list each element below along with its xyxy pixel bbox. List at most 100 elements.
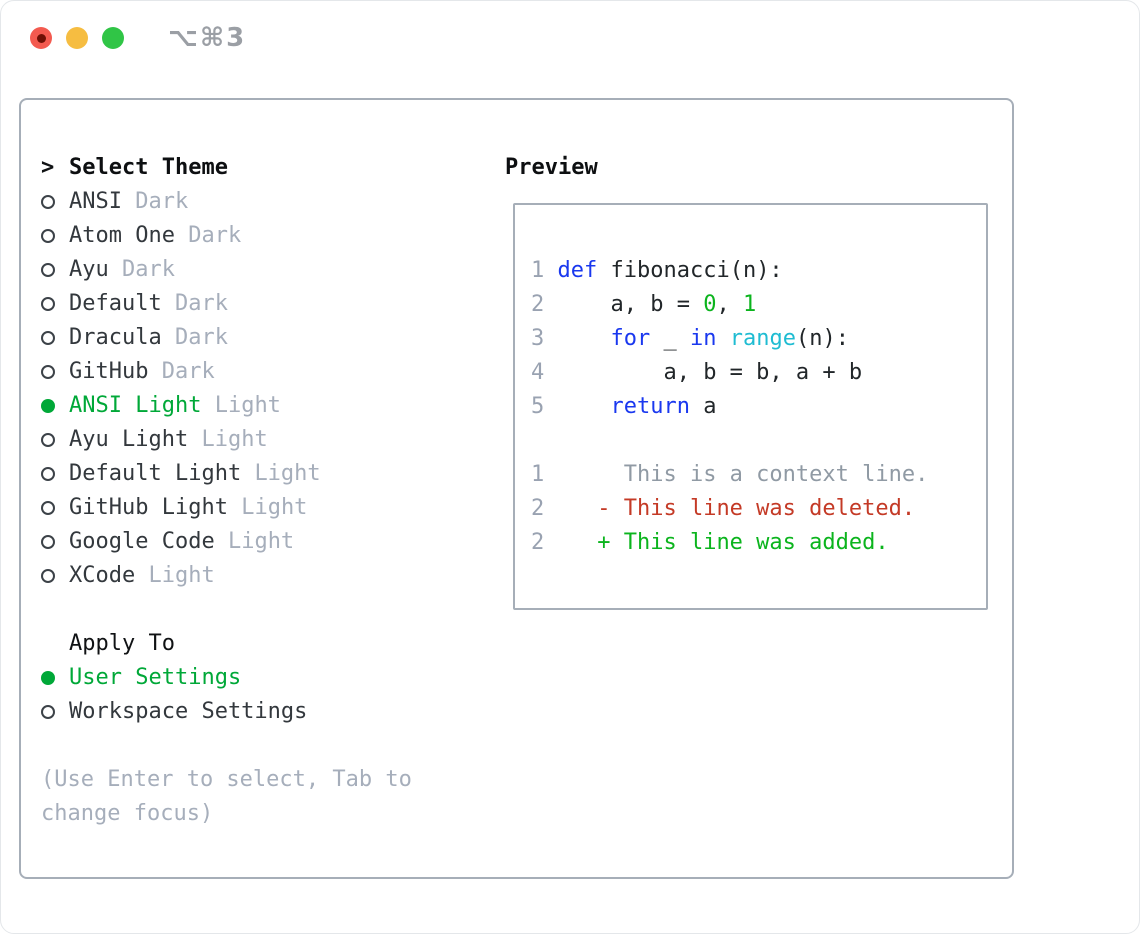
spacer	[41, 593, 481, 627]
option-label: Atom One	[69, 223, 175, 248]
theme-option[interactable]: Ayu Light Light	[41, 423, 481, 457]
code-token-builtin: range	[729, 326, 796, 351]
code-token-plain: a, b =	[557, 292, 704, 317]
apply-to-label: Apply To	[69, 631, 175, 656]
theme-option[interactable]: XCode Light	[41, 559, 481, 593]
code-token-keyword: in	[689, 326, 717, 351]
window-controls	[30, 27, 124, 49]
code-token-keyword: def	[557, 258, 598, 283]
code-line: 2 - This line was deleted.	[531, 492, 986, 526]
option-variant: Dark	[174, 325, 228, 350]
preview-title: Preview	[505, 155, 598, 180]
code-token-added: + This line was added.	[557, 530, 889, 555]
radio-unselected-icon	[41, 365, 55, 379]
line-number: 4	[531, 360, 558, 385]
theme-option[interactable]: ANSI Dark	[41, 185, 481, 219]
option-variant: Dark	[188, 223, 242, 248]
apply-option[interactable]: Workspace Settings	[41, 695, 481, 729]
option-variant: Light	[214, 393, 281, 418]
line-number	[531, 428, 544, 453]
radio-unselected-icon	[41, 501, 55, 515]
theme-option[interactable]: Ayu Dark	[41, 253, 481, 287]
window-titlebar: ⌥⌘3	[1, 1, 1139, 73]
apply-option[interactable]: User Settings	[41, 661, 481, 695]
option-label: Dracula	[69, 325, 162, 350]
radio-unselected-icon	[41, 263, 55, 277]
help-text-line: change focus)	[41, 801, 214, 826]
option-variant: Light	[241, 495, 308, 520]
theme-option[interactable]: GitHub Light Light	[41, 491, 481, 525]
radio-unselected-icon	[41, 535, 55, 549]
line-number: 5	[531, 394, 558, 419]
minimize-button[interactable]	[66, 27, 88, 49]
theme-option[interactable]: Google Code Light	[41, 525, 481, 559]
zoom-button[interactable]	[102, 27, 124, 49]
theme-option[interactable]: Atom One Dark	[41, 219, 481, 253]
theme-option[interactable]: Default Dark	[41, 287, 481, 321]
option-label: User Settings	[69, 665, 242, 690]
radio-selected-icon	[41, 671, 55, 685]
radio-unselected-icon	[41, 331, 55, 345]
option-label: XCode	[69, 563, 136, 588]
code-token-plain	[558, 326, 611, 351]
option-variant: Light	[201, 427, 268, 452]
code-token-context: This is a context line.	[557, 462, 929, 487]
option-label: Ayu Light	[69, 427, 189, 452]
line-number: 3	[531, 326, 558, 351]
theme-option[interactable]: GitHub Dark	[41, 355, 481, 389]
apply-to-header: Apply To	[41, 627, 481, 661]
code-line	[531, 424, 986, 458]
close-icon	[36, 33, 46, 43]
code-token-plain	[716, 326, 729, 351]
radio-unselected-icon	[41, 569, 55, 583]
line-number: 1	[531, 462, 558, 487]
option-label: GitHub Light	[69, 495, 228, 520]
option-variant: Light	[148, 563, 215, 588]
theme-option[interactable]: Dracula Dark	[41, 321, 481, 355]
radio-unselected-icon	[41, 467, 55, 481]
radio-unselected-icon	[41, 705, 55, 719]
code-line: 1 def fibonacci(n):	[531, 254, 986, 288]
radio-selected-icon	[41, 399, 55, 413]
code-line: 3 for _ in range(n):	[531, 322, 986, 356]
option-variant: Dark	[174, 291, 228, 316]
option-label: Default	[69, 291, 162, 316]
code-token-deleted: - This line was deleted.	[557, 496, 916, 521]
code-token-keyword: return	[610, 394, 690, 419]
radio-unselected-icon	[41, 297, 55, 311]
close-button[interactable]	[30, 27, 52, 49]
option-variant: Dark	[135, 189, 189, 214]
line-number: 2	[531, 530, 558, 555]
option-variant: Light	[227, 529, 295, 554]
focus-arrow-icon: >	[41, 155, 55, 180]
option-label: ANSI	[69, 189, 122, 214]
option-label: GitHub	[69, 359, 149, 384]
radio-unselected-icon	[41, 229, 55, 243]
option-label: Ayu	[69, 257, 109, 282]
code-token-plain: ,	[716, 292, 743, 317]
code-token-plain: _	[650, 326, 690, 351]
code-token-number: 0	[703, 292, 717, 317]
option-variant: Light	[254, 461, 321, 486]
line-number: 2	[531, 292, 558, 317]
option-label: Workspace Settings	[69, 699, 308, 724]
code-line: 2 a, b = 0, 1	[531, 288, 986, 322]
help-text-line: (Use Enter to select, Tab to	[41, 767, 412, 792]
code-line: 5 return a	[531, 390, 986, 424]
window-title: ⌥⌘3	[168, 23, 247, 53]
code-line: 1 This is a context line.	[531, 458, 986, 492]
code-token-number: 1	[742, 292, 757, 317]
line-number: 2	[531, 496, 558, 521]
code-token-plain: (n):	[795, 326, 849, 351]
select-theme-label: Select Theme	[69, 155, 228, 180]
theme-option[interactable]: ANSI Light Light	[41, 389, 481, 423]
option-label: Default Light	[69, 461, 242, 486]
theme-option[interactable]: Default Light Light	[41, 457, 481, 491]
code-token-plain: fibonacci(n):	[597, 258, 783, 283]
option-label: Google Code	[69, 529, 215, 554]
